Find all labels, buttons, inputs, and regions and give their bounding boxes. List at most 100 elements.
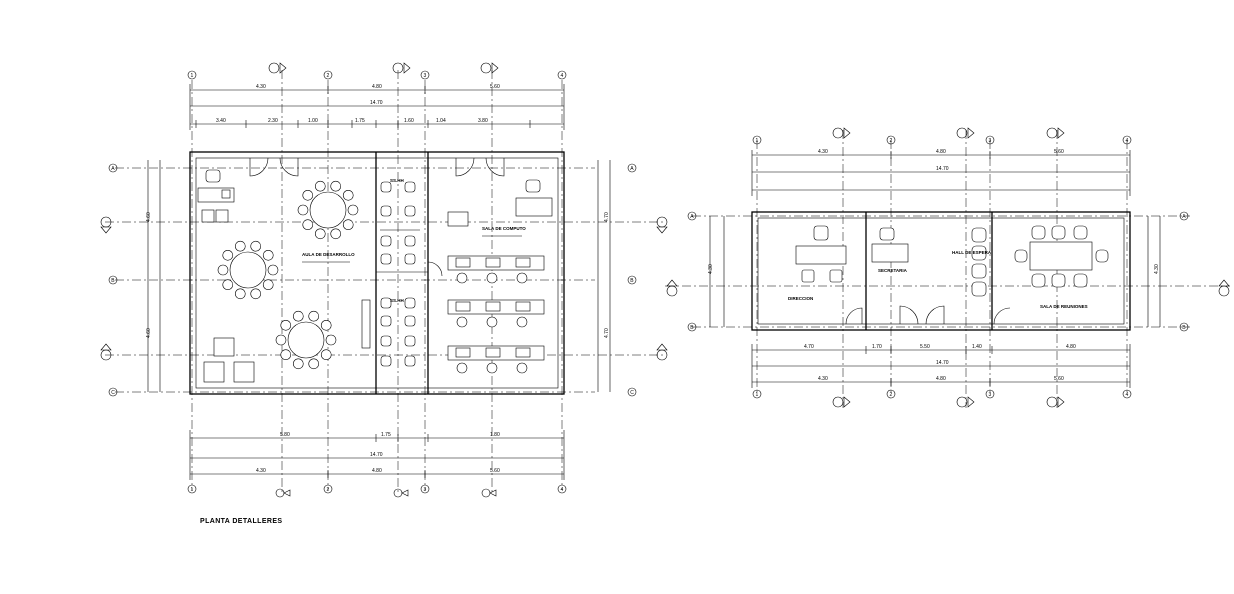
left-doors bbox=[249, 157, 505, 277]
lavatory-counter bbox=[361, 299, 371, 349]
left-axis-bubbles-sides: A B C A B C bbox=[100, 163, 668, 397]
left-dim-top-2c: 1.00 bbox=[308, 118, 318, 124]
chair bbox=[325, 334, 337, 346]
lab-chair bbox=[486, 362, 498, 374]
office-chair-icon bbox=[205, 169, 221, 183]
monitor-icon bbox=[455, 347, 471, 358]
computer-icon bbox=[221, 189, 231, 199]
left-dimensions-top: 4.30 4.80 5.60 14.70 3.40 2.30 1.00 1.75… bbox=[189, 84, 565, 130]
right-dim-bottom-1a: 4.70 bbox=[804, 344, 814, 350]
left-dim-top-2g: 3.80 bbox=[478, 118, 488, 124]
chair bbox=[342, 190, 354, 201]
left-dim-bottom-2b: 4.80 bbox=[372, 468, 382, 474]
right-dim-top-1a: 4.30 bbox=[818, 149, 828, 155]
left-axis-left-A: A bbox=[111, 166, 115, 172]
left-dim-top-2e: 1.60 bbox=[404, 118, 414, 124]
toilet-icon bbox=[380, 235, 392, 247]
monitor-icon bbox=[455, 301, 471, 312]
toilet-icon bbox=[380, 335, 392, 347]
left-dim-bottom-2c: 5.60 bbox=[490, 468, 500, 474]
right-axis-top-2: 2 bbox=[890, 138, 893, 144]
meeting-chair bbox=[1073, 225, 1088, 240]
meeting-chair bbox=[1073, 273, 1088, 288]
left-dimensions-sides: 4.60 4.60 4.70 4.70 bbox=[146, 160, 611, 392]
meeting-table bbox=[1029, 241, 1093, 271]
left-axis-bottom-4: 4 bbox=[561, 487, 564, 493]
monitor-icon bbox=[485, 257, 501, 268]
left-dim-bottom-1c: 1.80 bbox=[490, 432, 500, 438]
left-dim-top-1b: 4.80 bbox=[372, 84, 382, 90]
chair bbox=[320, 349, 332, 360]
left-axis-top-4: 4 bbox=[561, 73, 564, 79]
left-dim-bottom-1a: 5.80 bbox=[280, 432, 290, 438]
cabinet-3 bbox=[213, 337, 235, 357]
cabinet-2 bbox=[215, 209, 229, 223]
right-doors bbox=[845, 305, 1011, 325]
cabinet-5 bbox=[233, 361, 255, 383]
chair bbox=[297, 204, 309, 216]
secretary-desk bbox=[871, 243, 909, 263]
right-axis-bottom-3: 3 bbox=[989, 392, 992, 398]
lab-chair bbox=[516, 362, 528, 374]
left-dim-right-b: 4.70 bbox=[604, 328, 610, 338]
meeting-chair bbox=[1051, 273, 1066, 288]
left-axis-right-A: A bbox=[630, 166, 634, 172]
lab-desk-small bbox=[447, 211, 469, 227]
chair bbox=[308, 310, 320, 322]
lab-chair bbox=[486, 272, 498, 284]
right-dim-side-a: 4.30 bbox=[708, 264, 714, 274]
chair bbox=[275, 334, 287, 346]
right-dim-bottom-2a: 4.30 bbox=[818, 376, 828, 382]
right-axis-top-3: 3 bbox=[989, 138, 992, 144]
monitor-icon bbox=[455, 257, 471, 268]
right-dim-top-1b: 4.80 bbox=[936, 149, 946, 155]
chair bbox=[347, 204, 359, 216]
left-axis-bottom-1: 1 bbox=[191, 487, 194, 493]
right-dim-bottom-total: 14.70 bbox=[936, 360, 949, 366]
left-axis-top-1: 1 bbox=[191, 73, 194, 79]
right-axis-left-B: B bbox=[690, 325, 694, 331]
lab-chair bbox=[516, 272, 528, 284]
right-axis-bottom-4: 4 bbox=[1126, 392, 1129, 398]
meeting-chair bbox=[1031, 225, 1046, 240]
chair bbox=[292, 358, 304, 370]
waiting-chairs bbox=[971, 227, 987, 297]
right-axis-right-B: B bbox=[1182, 325, 1186, 331]
toilet-icon bbox=[404, 297, 416, 309]
left-dim-top-total: 14.70 bbox=[370, 100, 383, 106]
chair bbox=[314, 228, 326, 240]
left-dim-top-2b: 2.30 bbox=[268, 118, 278, 124]
right-dim-bottom-1b: 1.70 bbox=[872, 344, 882, 350]
right-axis-top-1: 1 bbox=[756, 138, 759, 144]
chair bbox=[222, 279, 234, 290]
waiting-chair bbox=[971, 263, 987, 279]
right-dim-top-1c: 5.60 bbox=[1054, 149, 1064, 155]
left-axis-bottom-3: 3 bbox=[424, 487, 427, 493]
right-dim-bottom-2b: 4.80 bbox=[936, 376, 946, 382]
left-dim-bottom-total: 14.70 bbox=[370, 452, 383, 458]
visitor-chair-1 bbox=[801, 269, 815, 283]
right-dim-bottom-1c: 5.50 bbox=[920, 344, 930, 350]
left-axis-left-B: B bbox=[111, 278, 115, 284]
room-label-aula: AULA DE DESARROLLO bbox=[302, 252, 355, 257]
lab-chair bbox=[456, 316, 468, 328]
chair bbox=[217, 264, 229, 276]
left-dim-left-b: 4.60 bbox=[146, 328, 152, 338]
left-dim-bottom-2a: 4.30 bbox=[256, 468, 266, 474]
left-axis-right-C: C bbox=[630, 390, 634, 396]
toilet-icon bbox=[404, 205, 416, 217]
right-axis-bubbles: 1 2 3 4 1 2 3 4 A B A B bbox=[666, 127, 1230, 408]
monitor-icon bbox=[515, 347, 531, 358]
room-label-secretaria: SECRETARIA bbox=[878, 268, 908, 273]
room-label-reuniones: SALA DE REUNIONES bbox=[1040, 304, 1088, 309]
director-desk bbox=[795, 245, 847, 265]
secretary-chair-icon bbox=[879, 227, 895, 241]
right-floor-plan: 1 2 3 4 1 2 3 4 A B A B bbox=[665, 127, 1230, 408]
left-dim-right-a: 4.70 bbox=[604, 212, 610, 222]
left-axis-bottom-2: 2 bbox=[327, 487, 330, 493]
right-axis-top-4: 4 bbox=[1126, 138, 1129, 144]
toilet-icon bbox=[404, 355, 416, 367]
room-label-hall: HALL DE ESPERA bbox=[952, 250, 992, 255]
